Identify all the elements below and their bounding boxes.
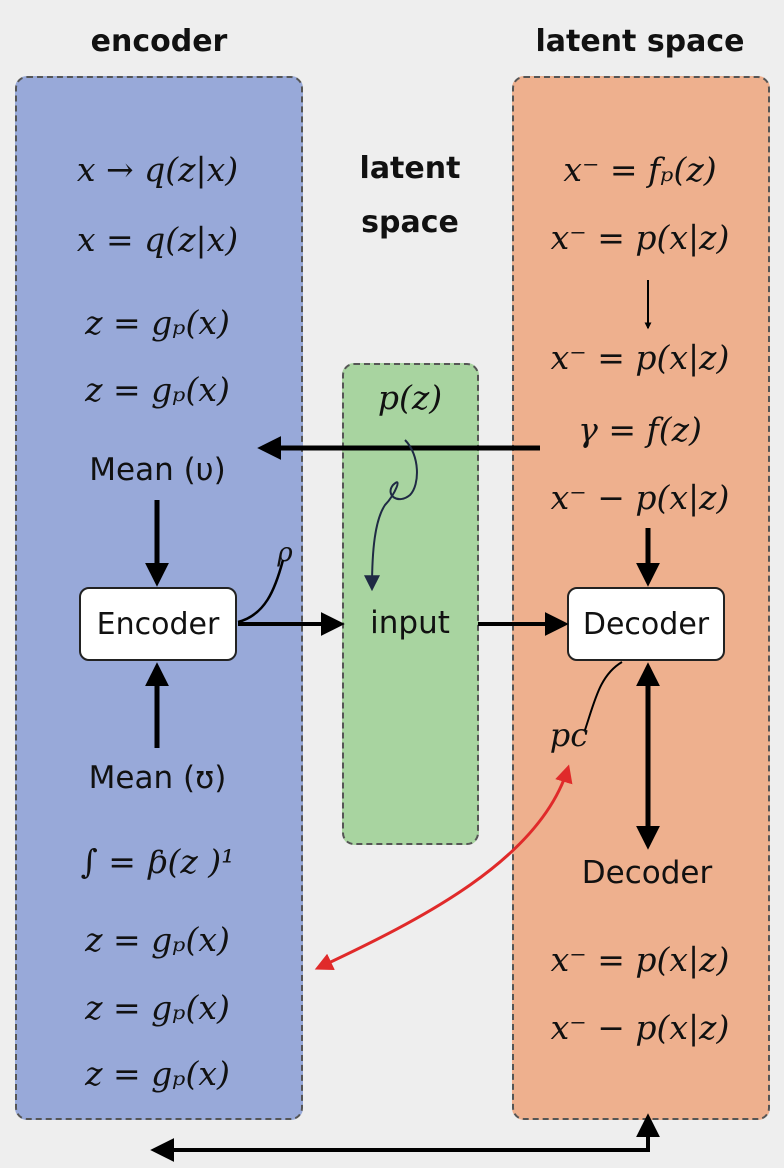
encoder-equation-1: x → q(z|x): [76, 150, 239, 189]
decoder-node: Decoder: [567, 587, 725, 661]
squiggle-mark-label: ρ: [277, 538, 293, 568]
decoder-equation-2: x⁻ = p(x|z): [550, 218, 730, 257]
decoder-label-bottom: Decoder: [581, 855, 713, 891]
input-label: input: [370, 605, 450, 641]
encoder-equation-3: z = gₚ(x): [85, 303, 230, 342]
latent-space-heading-middle: latent space: [359, 151, 461, 240]
encoder-node: Encoder: [79, 587, 237, 661]
encoder-equation-7: z = gₚ(x): [85, 988, 230, 1027]
bottom-feedback-arrow: [150, 1122, 650, 1162]
mean-label-top: Mean (υ): [89, 452, 226, 488]
decoder-equation-7: x⁻ − p(x|z): [550, 1008, 730, 1047]
decoder-equation-1: x⁻ = fₚ(z): [563, 150, 717, 189]
latent-squiggle: [364, 439, 418, 592]
encoder-equation-5: ∫ = ƥ(z )¹: [80, 842, 235, 881]
latent-space-heading-top: latent space: [535, 24, 745, 59]
decoder-to-pc-curve: [584, 661, 623, 731]
prior-equation: p(z): [377, 378, 443, 417]
encoder-equation-6: z = gₚ(x): [85, 920, 230, 959]
mean-label-bottom: Mean (ʊ): [88, 760, 227, 796]
red-double-arrow: [314, 764, 573, 971]
decoder-equation-3: x⁻ = p(x|z): [550, 338, 730, 377]
decoder-equation-5: x⁻ − p(x|z): [550, 478, 730, 517]
encoder-heading: encoder: [90, 24, 228, 59]
decoder-equation-4: γ = f(z): [578, 410, 702, 449]
encoder-curve: [237, 559, 285, 624]
decoder-equation-6: x⁻ = p(x|z): [550, 940, 730, 979]
encoder-equation-2: x = q(z|x): [76, 220, 239, 259]
encoder-equation-4: z = gₚ(x): [85, 370, 230, 409]
pc-label: pc: [549, 716, 589, 754]
encoder-equation-8: z = gₚ(x): [85, 1054, 230, 1093]
